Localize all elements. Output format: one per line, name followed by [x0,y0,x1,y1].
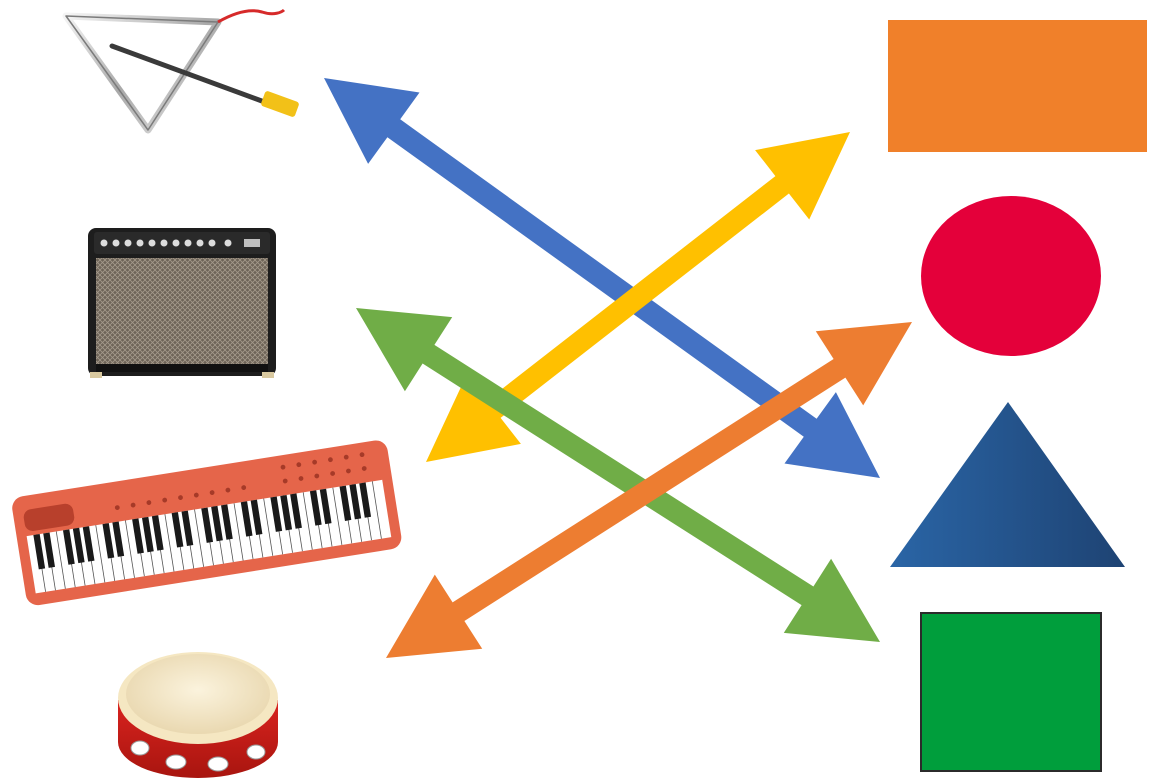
blue-triangle-shape [890,402,1125,567]
orange-rectangle-shape [888,20,1147,152]
guitar-amplifier-icon [88,228,276,378]
red-circle-shape [921,196,1101,356]
triangle-instrument-icon [66,10,300,130]
green-square-shape [921,613,1101,771]
connection-arrows [324,78,912,658]
blue-double-arrow [324,78,880,478]
electronic-keyboard-icon [11,439,404,607]
tambourine-icon [118,652,278,778]
